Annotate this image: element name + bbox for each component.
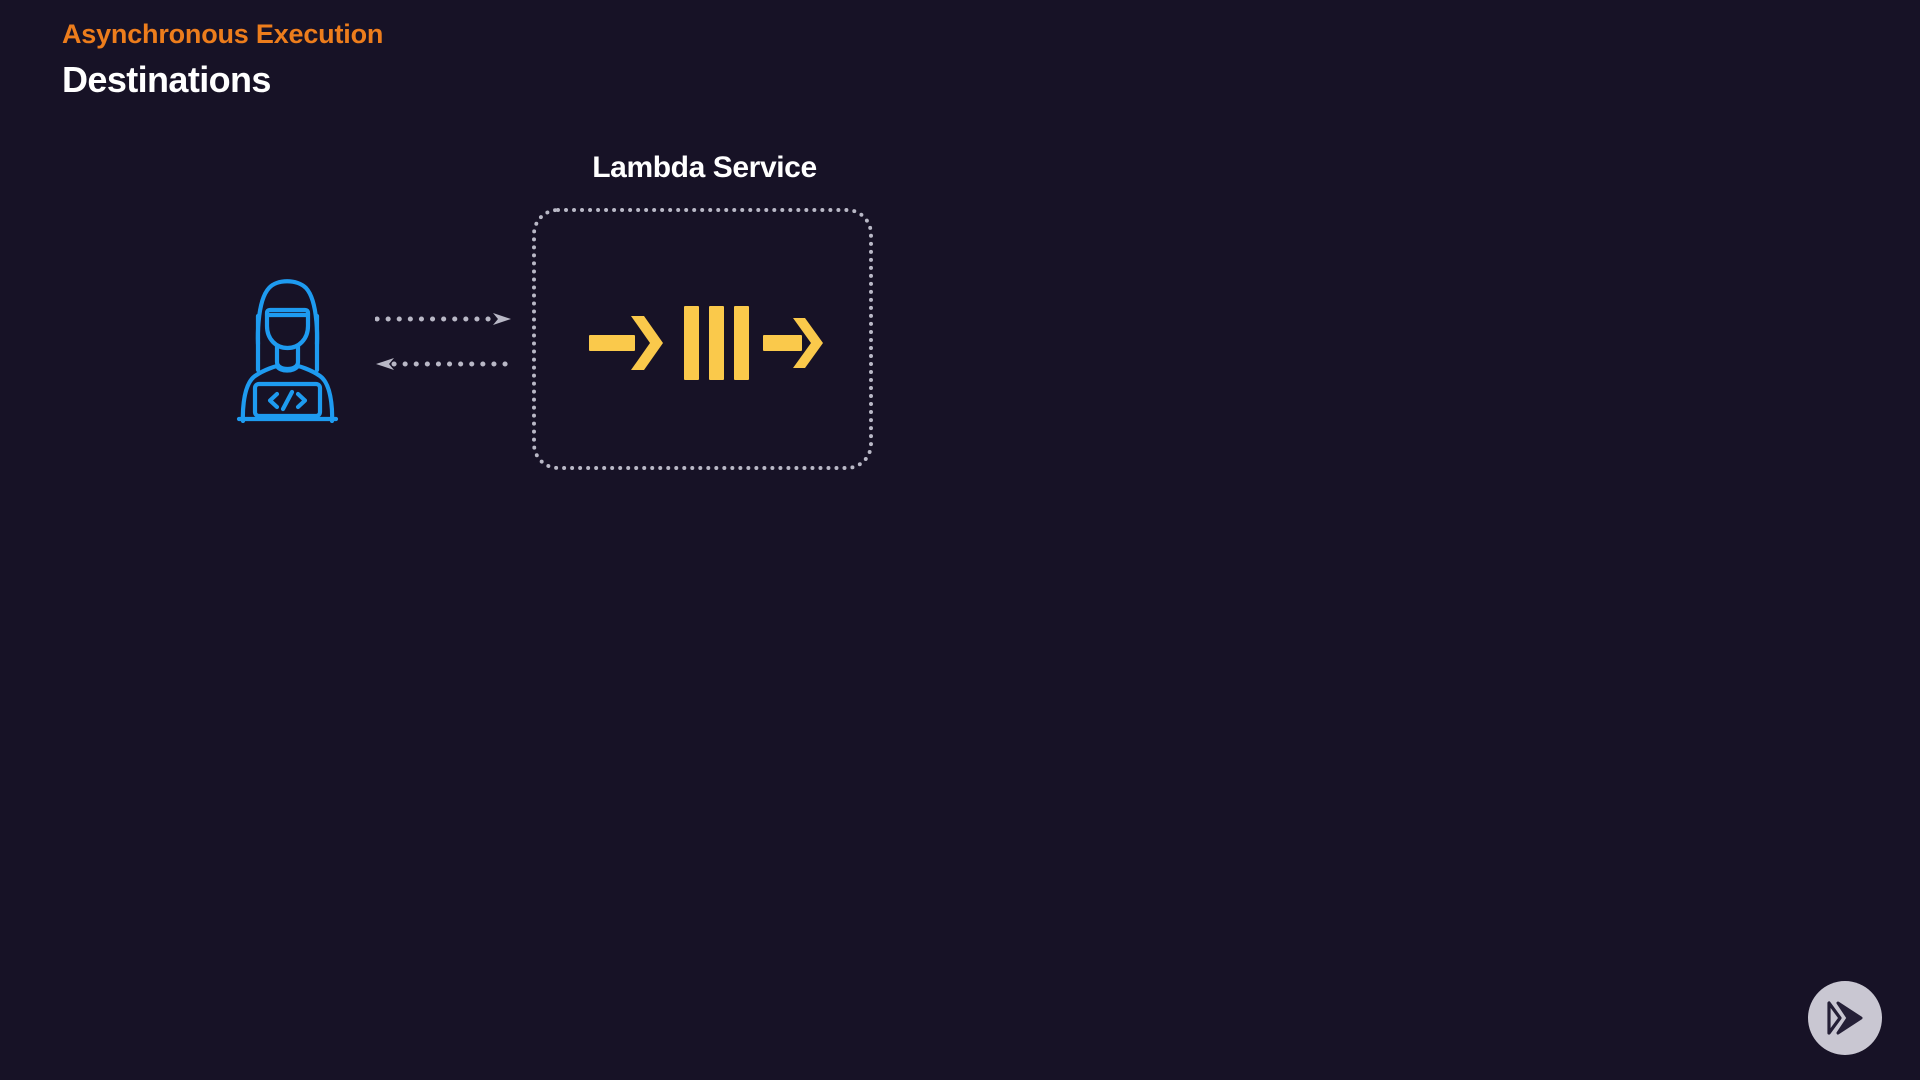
- developer-icon: [225, 258, 350, 424]
- developer-illustration: [236, 279, 339, 424]
- slide-header: Asynchronous Execution Destinations: [62, 18, 383, 101]
- double-triangle-play-icon: [1827, 1001, 1863, 1035]
- brand-play-badge[interactable]: [1808, 981, 1882, 1055]
- dotted-arrow-right-icon: [375, 313, 511, 325]
- queue-icon: [536, 212, 877, 474]
- lambda-service-group: Lambda Service: [532, 150, 877, 186]
- arrow-to-lambda: [375, 312, 515, 326]
- queue-illustration: [588, 306, 823, 380]
- arrow-from-lambda: [372, 357, 512, 371]
- page-title: Destinations: [62, 58, 271, 100]
- slide-eyebrow: Asynchronous Execution: [62, 19, 384, 49]
- dotted-arrow-left-icon: [376, 358, 512, 370]
- lambda-service-box: [532, 208, 873, 470]
- lambda-service-label: Lambda Service: [592, 151, 817, 184]
